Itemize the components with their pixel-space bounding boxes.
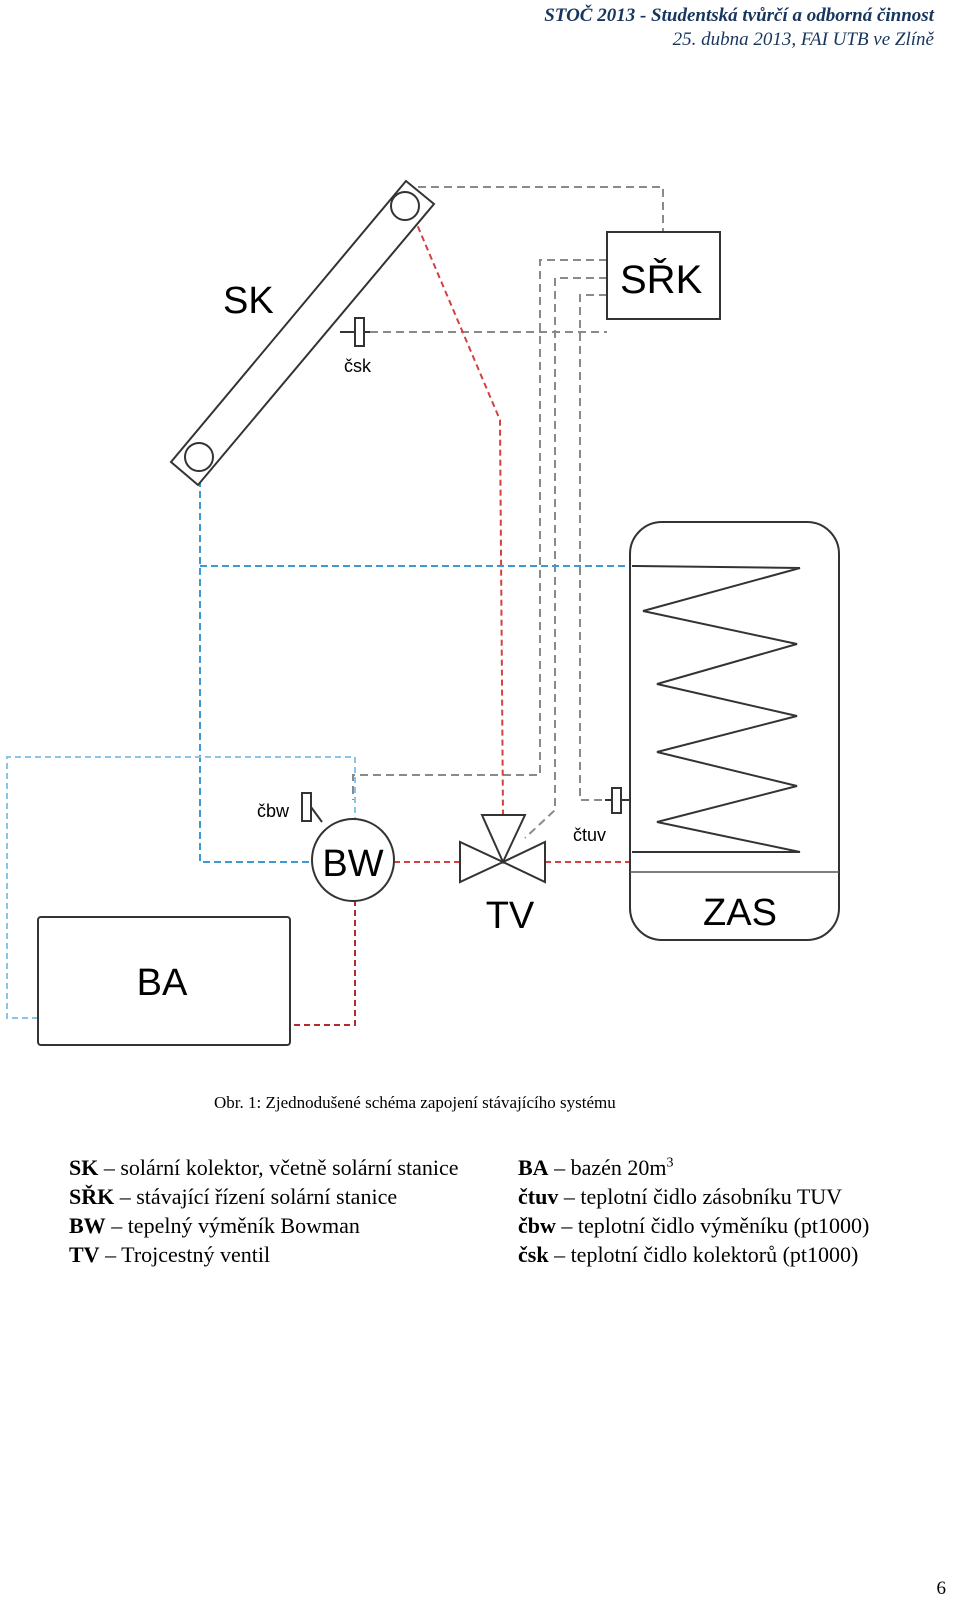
legend-text: – teplotní čidlo zásobníku TUV bbox=[558, 1184, 843, 1209]
control-line-tv-srk bbox=[524, 277, 607, 839]
cold-pipes bbox=[199, 480, 632, 863]
label-cbw: čbw bbox=[257, 801, 290, 821]
legend-item-ba: BA – bazén 20m3 bbox=[518, 1153, 948, 1182]
label-zas: ZAS bbox=[703, 892, 777, 934]
control-line-sk-srk bbox=[418, 186, 664, 232]
heating-coil bbox=[631, 565, 801, 853]
legend-text: – teplotní čidlo kolektorů (pt1000) bbox=[548, 1242, 859, 1267]
label-tv: TV bbox=[486, 895, 535, 937]
legend-item-csk: čsk – teplotní čidlo kolektorů (pt1000) bbox=[518, 1240, 948, 1269]
legend-code: SK bbox=[69, 1155, 99, 1180]
control-lines bbox=[352, 186, 664, 839]
label-srk: SŘK bbox=[620, 257, 703, 302]
page-number: 6 bbox=[936, 1578, 947, 1599]
legend-text: – tepelný výměník Bowman bbox=[105, 1213, 360, 1238]
control-line-cbw-srk bbox=[352, 259, 607, 800]
heat-exchanger bbox=[311, 818, 395, 902]
figure-caption: Obr. 1: Zjednodušené schéma zapojení stá… bbox=[214, 1093, 616, 1112]
legend-text: – teplotní čidlo výměníku (pt1000) bbox=[555, 1213, 870, 1238]
three-way-valve bbox=[459, 814, 546, 884]
hot-pipe-bw-ba bbox=[290, 900, 356, 1026]
legend-right: BA – bazén 20m3 čtuv – teplotní čidlo zá… bbox=[518, 1153, 948, 1269]
label-ba: BA bbox=[137, 962, 188, 1004]
legend-item-srk: SŘK – stávající řízení solární stanice bbox=[69, 1182, 469, 1211]
valve-right-port bbox=[500, 840, 546, 884]
page-header: STOČ 2013 - Studentská tvůrčí a odborná … bbox=[544, 4, 934, 52]
valve-left-port bbox=[459, 840, 506, 884]
legend-code: BA bbox=[518, 1155, 549, 1180]
legend-text: – stávající řízení solární stanice bbox=[114, 1184, 398, 1209]
collector-bottom-port bbox=[184, 442, 214, 472]
header-subtitle: 25. dubna 2013, FAI UTB ve Zlíně bbox=[672, 29, 934, 50]
legend-left: SK – solární kolektor, včetně solární st… bbox=[69, 1153, 469, 1269]
legend-code: TV bbox=[69, 1242, 100, 1267]
legend-item-sk: SK – solární kolektor, včetně solární st… bbox=[69, 1153, 469, 1182]
label-bw: BW bbox=[322, 843, 383, 885]
cbw-sensor-stem bbox=[310, 806, 323, 823]
legend-item-tv: TV – Trojcestný ventil bbox=[69, 1240, 469, 1269]
ctuv-sensor bbox=[611, 787, 622, 814]
hot-pipe-collector-tv bbox=[409, 207, 504, 816]
legend-text: – bazén 20m bbox=[548, 1155, 667, 1180]
legend-code: čtuv bbox=[518, 1184, 559, 1209]
legend-code: čbw bbox=[518, 1213, 556, 1238]
label-ctuv: čtuv bbox=[573, 825, 606, 845]
solar-collector bbox=[169, 179, 436, 487]
legend-item-cbw: čbw – teplotní čidlo výměníku (pt1000) bbox=[518, 1211, 948, 1240]
valve-top-port bbox=[480, 814, 527, 865]
collector-top-port bbox=[390, 191, 420, 221]
solar-system-diagram: SK čsk SŘK čbw BW TV čtuv ZAS BA bbox=[6, 179, 840, 1046]
label-csk: čsk bbox=[344, 356, 372, 376]
collector-panel bbox=[169, 179, 436, 487]
cbw-sensor bbox=[301, 792, 312, 822]
controller-box bbox=[606, 231, 721, 320]
cold-pipe-ba-bw bbox=[6, 756, 356, 1019]
control-line-ctuv-srk bbox=[579, 294, 612, 801]
label-sk: SK bbox=[223, 280, 274, 322]
legend-item-ctuv: čtuv – teplotní čidlo zásobníku TUV bbox=[518, 1182, 948, 1211]
legend-code: BW bbox=[69, 1213, 106, 1238]
pool-box bbox=[37, 916, 291, 1046]
legend-code: čsk bbox=[518, 1242, 549, 1267]
csk-sensor bbox=[354, 317, 365, 347]
legend-item-bw: BW – tepelný výměník Bowman bbox=[69, 1211, 469, 1240]
storage-tank bbox=[629, 521, 840, 941]
legend-text: – Trojcestný ventil bbox=[99, 1242, 271, 1267]
legend-code: SŘK bbox=[69, 1184, 115, 1209]
hot-pipes bbox=[394, 207, 630, 863]
legend-text: – solární kolektor, včetně solární stani… bbox=[98, 1155, 459, 1180]
header-title: STOČ 2013 - Studentská tvůrčí a odborná … bbox=[544, 5, 934, 26]
legend-superscript: 3 bbox=[666, 1155, 674, 1171]
cold-pipe-collector-bw bbox=[199, 480, 312, 863]
